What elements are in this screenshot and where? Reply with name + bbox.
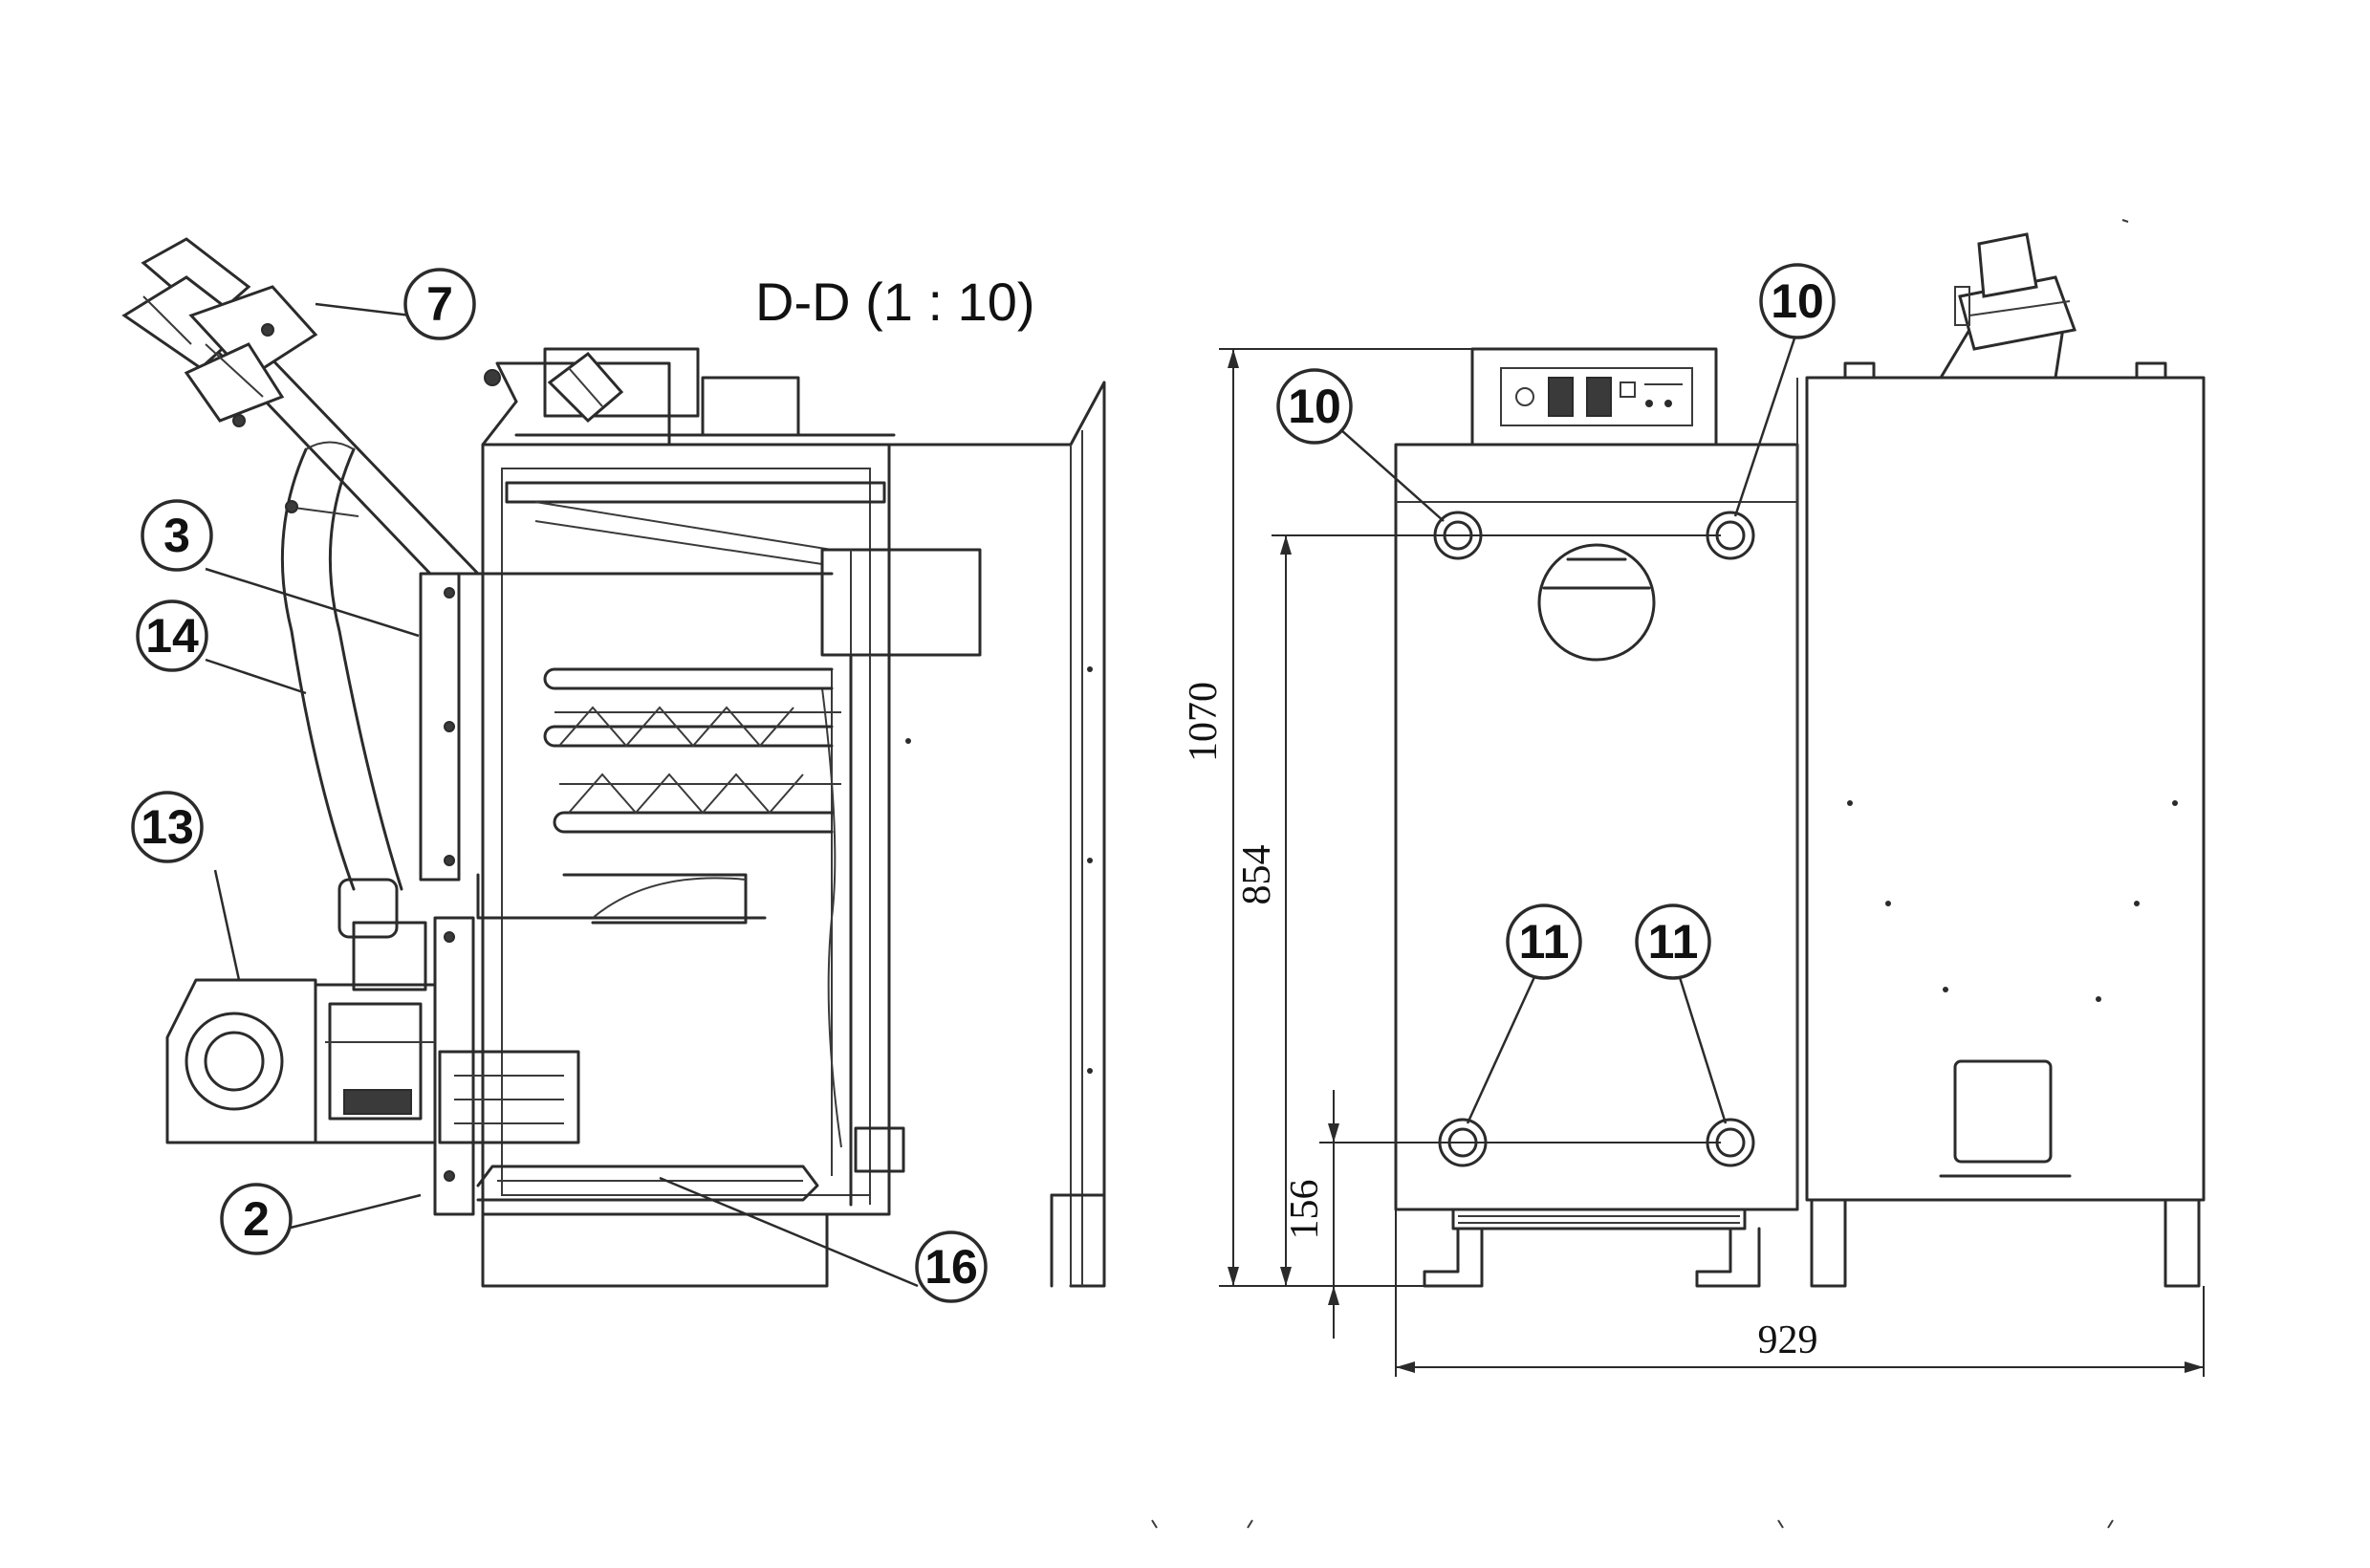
section-view-d-d: D-D (1 : 10) <box>121 237 1106 1303</box>
rear-panel <box>1394 443 1799 1288</box>
callout-10-right: 10 <box>1759 263 1836 339</box>
svg-text:3: 3 <box>163 509 190 562</box>
rear-view: 10 10 11 11 <box>1276 263 1836 1288</box>
boiler-body-section <box>419 347 982 1288</box>
callout-13: 13 <box>131 791 204 863</box>
feeder-auger <box>121 237 624 576</box>
pellet-burner <box>165 921 437 1144</box>
dim-height-upper-port: 854 <box>1235 845 1279 905</box>
section-leader-lines <box>205 302 919 1288</box>
svg-text:11: 11 <box>1519 915 1570 969</box>
outer-casing <box>839 381 1106 1288</box>
callout-11-right: 11 <box>1635 904 1711 980</box>
svg-text:13: 13 <box>141 800 194 854</box>
section-title: D-D (1 : 10) <box>755 272 1035 332</box>
svg-text:2: 2 <box>243 1192 270 1246</box>
svg-text:14: 14 <box>145 609 199 663</box>
svg-text:7: 7 <box>426 277 453 331</box>
callout-16: 16 <box>915 1230 988 1303</box>
dim-width-total: 929 <box>1758 1318 1818 1362</box>
callout-10-left: 10 <box>1276 368 1353 445</box>
callout-2: 2 <box>220 1183 293 1255</box>
heat-exchanger-tubes <box>543 667 841 925</box>
svg-text:11: 11 <box>1648 915 1699 969</box>
flexible-hose <box>280 441 403 939</box>
dim-height-total: 1070 <box>1182 682 1226 762</box>
ash-pan <box>476 1165 829 1288</box>
dim-height-lower-port: 156 <box>1283 1180 1327 1240</box>
svg-text:10: 10 <box>1771 274 1824 328</box>
callout-11-left: 11 <box>1506 904 1582 980</box>
stray-marks <box>1151 219 2129 1529</box>
svg-text:16: 16 <box>924 1240 978 1294</box>
control-panel <box>1470 347 1718 446</box>
side-feeder-motor <box>1938 232 2077 380</box>
callout-14: 14 <box>136 599 208 672</box>
svg-text:10: 10 <box>1288 380 1341 433</box>
rear-leader-lines <box>1314 329 1799 1124</box>
callout-7: 7 <box>403 268 476 340</box>
dimension-lines <box>1219 348 2205 1377</box>
side-view <box>1796 232 2206 1288</box>
callout-3: 3 <box>141 499 213 572</box>
